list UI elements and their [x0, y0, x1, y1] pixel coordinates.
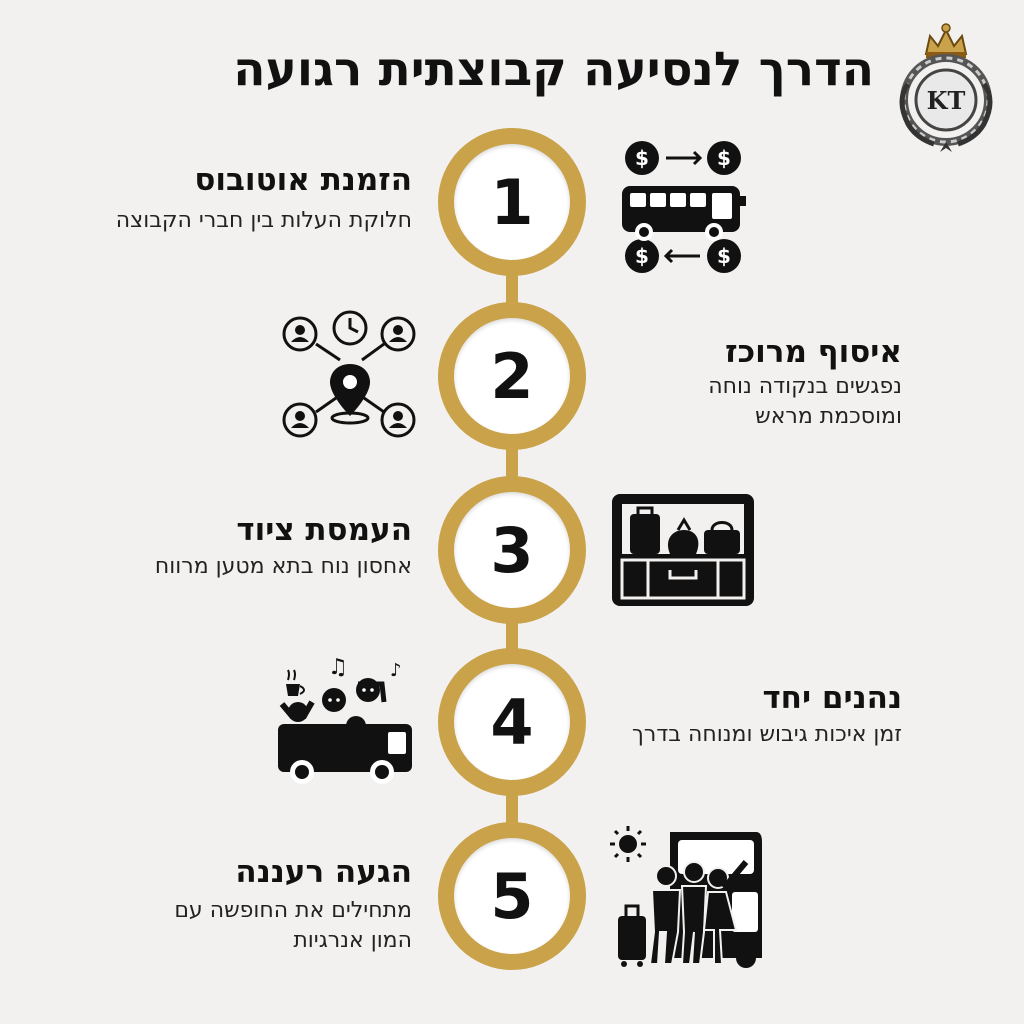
step-4-description: זמן איכות גיבוש ומנוחה בדרך: [632, 722, 902, 747]
step-3-title: העמסת ציוד: [236, 512, 412, 548]
step-4-title: נהנים יחד: [762, 680, 902, 716]
luggage-compartment-icon: [608, 490, 758, 614]
step-4-circle: 4: [438, 648, 586, 796]
svg-text:♫: ♫: [328, 655, 348, 680]
step-4-number: 4: [454, 664, 570, 780]
arrival-group-icon: [606, 822, 766, 976]
svg-text:$: $: [717, 146, 731, 170]
step-5-circle: 5: [438, 822, 586, 970]
step-3-circle: 3: [438, 476, 586, 624]
step-3-description: אחסון נוח בתא מטען מרווח: [154, 554, 412, 579]
bus-cost-sharing-icon: $ $ $ $: [614, 136, 754, 280]
svg-text:$: $: [717, 244, 731, 268]
step-1-description: חלוקת העלות בין חברי הקבוצה: [115, 208, 412, 233]
step-2-circle: 2: [438, 302, 586, 450]
page-title: הדרך לנסיעה קבוצתית רגועה: [233, 42, 874, 97]
step-5-number: 5: [454, 838, 570, 954]
step-2-number: 2: [454, 318, 570, 434]
svg-text:$: $: [635, 244, 649, 268]
logo-monogram: KT: [927, 86, 966, 115]
step-1-circle: 1: [438, 128, 586, 276]
meeting-point-icon: [280, 308, 420, 452]
step-2-title: איסוף מרוכז: [725, 334, 902, 370]
svg-text:♪: ♪: [390, 660, 402, 681]
happy-bus-icon: ♫ ♪: [272, 654, 422, 788]
step-1-title: הזמנת אוטובוס: [194, 162, 412, 198]
svg-text:$: $: [635, 146, 649, 170]
step-2-description: נפגשים בנקודה נוחה ומוסכמת מראש: [708, 374, 902, 429]
step-1-number: 1: [454, 144, 570, 260]
logo-crest: KT: [886, 14, 1006, 159]
step-5-description: מתחילים את החופשה עם המון אנרגיות: [174, 898, 412, 953]
step-3-number: 3: [454, 492, 570, 608]
step-5-title: הגעה רעננה: [235, 854, 412, 890]
